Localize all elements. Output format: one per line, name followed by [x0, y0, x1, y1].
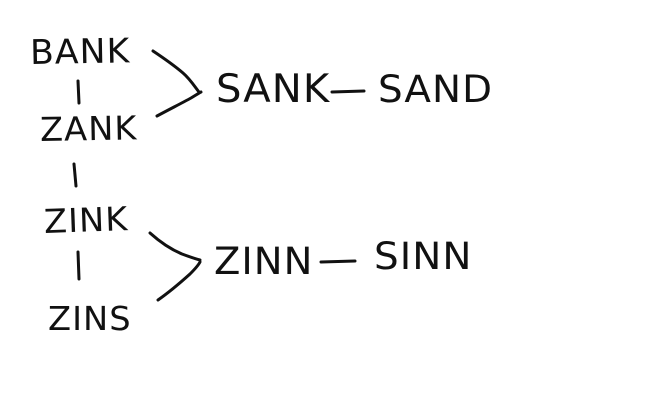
link-zins-zinn: [156, 260, 202, 302]
link-zink-zinn: [148, 231, 202, 262]
word-bank: BANK: [29, 31, 131, 73]
link-zink-zins: [76, 250, 81, 281]
link-bank-zank: [76, 79, 81, 105]
link-zank-zink: [72, 162, 78, 188]
word-sank: SANK: [216, 67, 331, 112]
link-zinn-sinn: [319, 259, 357, 264]
word-zink: ZINK: [43, 199, 129, 241]
word-zinn: ZINN: [214, 240, 314, 283]
word-sand: SAND: [378, 68, 494, 111]
link-sank-sand: [330, 89, 366, 94]
link-zank-sank: [155, 90, 203, 118]
word-zank: ZANK: [39, 108, 138, 149]
link-bank-sank: [151, 49, 201, 94]
word-sinn: SINN: [374, 235, 473, 278]
word-zins: ZINS: [48, 299, 132, 338]
